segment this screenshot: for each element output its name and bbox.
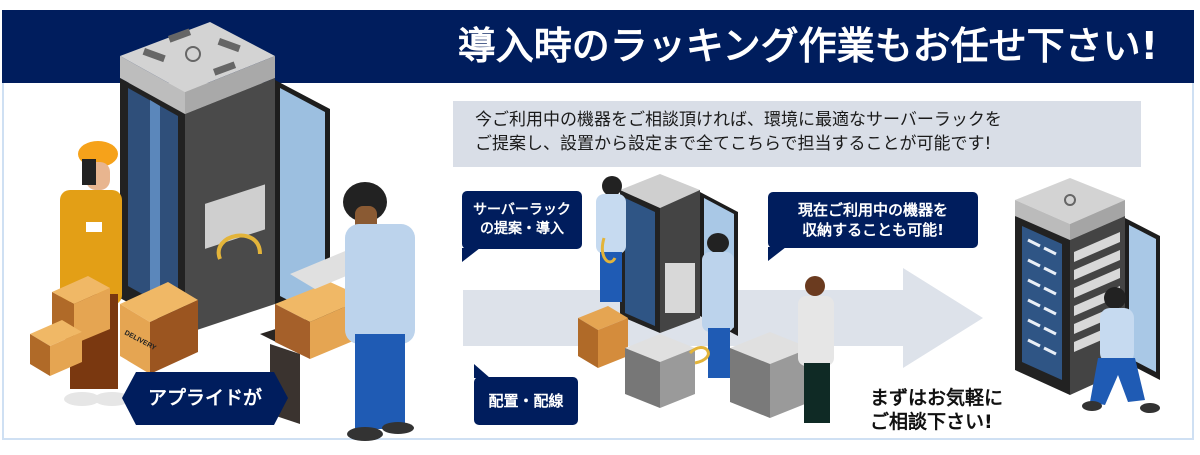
technician bbox=[343, 182, 415, 441]
applied-label-shape bbox=[122, 372, 288, 425]
step-2-line-2: 収納することも可能! bbox=[802, 221, 944, 239]
step-bubble-existing-equipment: 現在ご利用中の機器を 収納することも可能! bbox=[768, 192, 978, 248]
right-scene-illustration bbox=[1015, 178, 1160, 413]
cta-line-2: ご相談下さい! bbox=[870, 411, 993, 433]
fan-icon bbox=[1064, 194, 1076, 206]
applied-label: アプライドが bbox=[147, 387, 262, 409]
middle-scene-illustration bbox=[578, 174, 834, 423]
rack-server-unit bbox=[205, 184, 265, 249]
left-scene-illustration: DELIVERY bbox=[30, 22, 415, 441]
intro-line-2: ご提案し、設置から設定まで全てこちらで担当することが可能です! bbox=[475, 134, 992, 154]
delivery-boxes: DELIVERY bbox=[30, 276, 198, 376]
rack-top bbox=[120, 22, 275, 92]
fan-icon bbox=[185, 46, 201, 62]
step-1-line-2: の提案・導入 bbox=[480, 221, 564, 237]
intro-text-box: 今ご利用中の機器をご相談頂ければ、環境に最適なサーバーラックを ご提案し、設置か… bbox=[453, 101, 1141, 167]
step-bubble-placement-wiring: 配置・配線 bbox=[474, 377, 578, 425]
intro-line-1: 今ご利用中の機器をご相談頂ければ、環境に最適なサーバーラックを bbox=[475, 110, 1002, 130]
bubble-tail bbox=[768, 247, 786, 261]
cta-line-1: まずはお気軽に bbox=[870, 387, 1004, 409]
call-to-action: まずはお気軽に ご相談下さい! bbox=[870, 386, 1003, 434]
banner-title: 導入時のラッキング作業もお任せ下さい! bbox=[457, 24, 1158, 68]
step-1-line-1: サーバーラック bbox=[473, 202, 571, 218]
step-2-line-1: 現在ご利用中の機器を bbox=[797, 201, 948, 219]
server-stack bbox=[625, 334, 695, 408]
bubble-tail bbox=[462, 248, 480, 262]
bubble-tail bbox=[474, 364, 490, 378]
step-bubble-rack-proposal: サーバーラック の提案・導入 bbox=[462, 191, 582, 249]
